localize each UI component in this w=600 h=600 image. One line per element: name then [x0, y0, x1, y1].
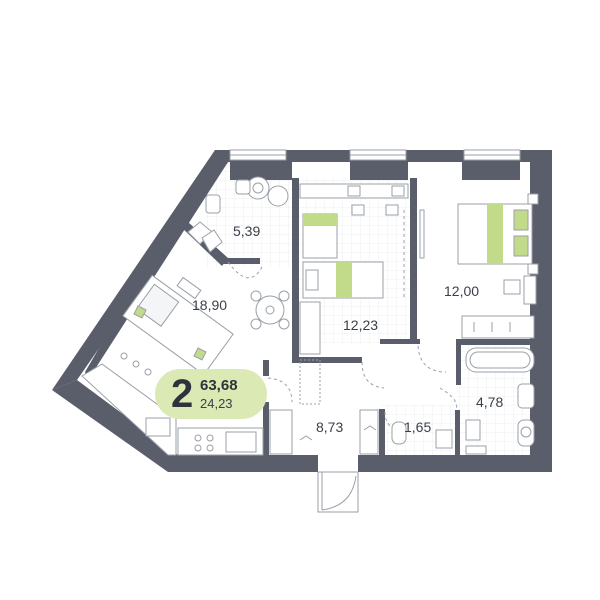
toilet-fixtures — [391, 421, 453, 449]
area-label-bathroom: 4,78 — [476, 394, 504, 410]
loggia-furniture — [187, 176, 289, 253]
area-label-toilet: 1,65 — [404, 419, 432, 435]
total-area: 63,68 — [200, 377, 238, 394]
entrance-door — [317, 471, 359, 513]
bathroom-fixtures — [465, 347, 535, 455]
summary-badge: 2 63,68 24,23 — [155, 369, 267, 419]
area-label-hallway: 8,73 — [316, 419, 344, 435]
door-swings — [227, 261, 458, 431]
kitchen-living-furniture — [81, 274, 290, 456]
area-label-kitchen-living: 18,90 — [192, 297, 228, 313]
area-label-loggia: 5,39 — [233, 223, 261, 239]
bedroom-furniture — [419, 193, 539, 339]
living-area: 24,23 — [200, 396, 233, 411]
outer-walls — [52, 150, 552, 472]
children-bedroom-furniture — [299, 183, 409, 355]
windows — [229, 149, 521, 161]
area-label-children-bedroom: 12,23 — [343, 317, 379, 333]
hallway-furniture — [269, 359, 379, 455]
area-label-bedroom: 12,00 — [444, 283, 480, 299]
rooms-count: 2 — [171, 372, 194, 416]
